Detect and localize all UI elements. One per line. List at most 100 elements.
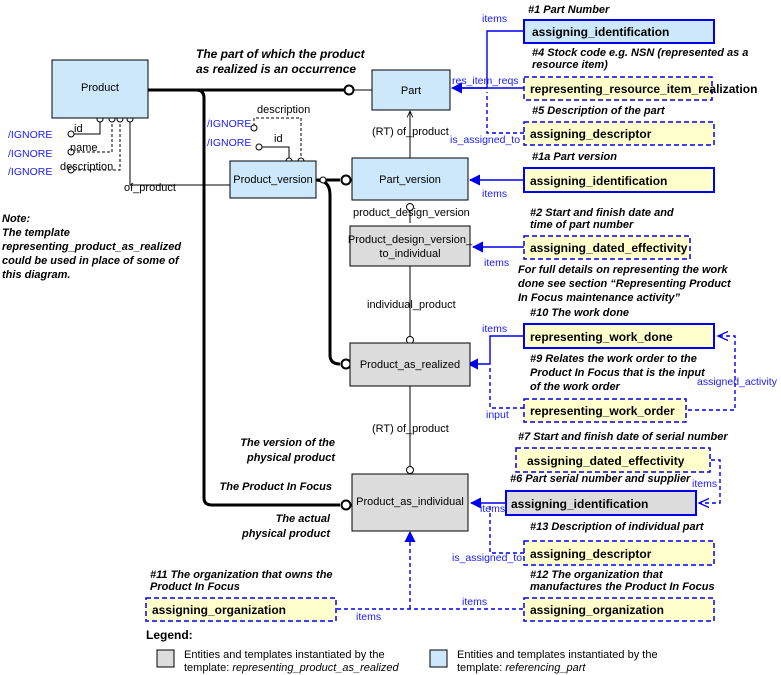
entity-par-label: Product_as_realized — [360, 359, 460, 371]
legend-blue-line1: Entities and templates instantiated by t… — [457, 649, 658, 661]
label-items-1: items — [482, 13, 507, 25]
note-version-a: The version of the — [240, 437, 335, 449]
note-11b: Product In Focus — [150, 581, 240, 593]
label-rt-of-product-1: (RT) of_product — [372, 126, 449, 138]
template-rwd-label: representing_work_done — [530, 330, 673, 344]
legend-blue-prefix: template: — [457, 662, 505, 674]
note-left-e: this diagram. — [2, 269, 70, 281]
template-ai1-label: assigning_identification — [532, 25, 669, 39]
label-individual-product: individual_product — [367, 299, 456, 311]
label-items-7: items — [462, 596, 487, 608]
label-items-8: items — [356, 611, 381, 623]
template-assigning-dated-effectivity-2[interactable]: assigning_dated_effectivity — [515, 447, 711, 473]
entity-product-label: Product — [81, 82, 119, 94]
label-product-design-version: product_design_version — [353, 207, 470, 219]
note-part-realized-b: as realized is an occurrence — [196, 62, 356, 76]
template-assigning-descriptor-2[interactable]: assigning_descriptor — [523, 540, 715, 566]
template-ad1-label: assigning_descriptor — [530, 127, 652, 141]
template-rwo-label: representing_work_order — [530, 404, 675, 418]
template-assigning-identification-2[interactable]: assigning_identification — [523, 167, 715, 193]
note-6: #6 Part serial number and supplier — [510, 473, 691, 485]
note-2b: time of part number — [530, 219, 634, 231]
note-9a: #9 Relates the work order to the — [530, 353, 697, 365]
template-representing-resource-item-realization[interactable]: representing_resource_item_realization — [523, 76, 757, 101]
legend-blue-template-name: referencing_part — [505, 662, 586, 674]
note-12a: #12 The organization that — [530, 569, 664, 581]
legend-grey-line1: Entities and templates instantiated by t… — [184, 649, 385, 661]
annotations: #1 Part Number #4 Stock code e.g. NSN (r… — [2, 4, 748, 593]
template-ade2-label: assigning_dated_effectivity — [527, 454, 685, 468]
label-ignore-1: /IGNORE — [8, 129, 52, 141]
note-9c: of the work order — [530, 381, 621, 393]
label-is-assigned-to-1: is_assigned_to — [450, 134, 520, 146]
legend-grey-line2: template: representing_product_as_realiz… — [184, 662, 400, 674]
note-4b: resource item) — [532, 59, 608, 71]
legend-grey-template-name: representing_product_as_realized — [232, 662, 399, 674]
legend: Legend: Entities and templates instantia… — [146, 628, 658, 674]
note-actual-b: physical product — [241, 528, 331, 540]
label-res-item-reqs: res_item_reqs — [452, 75, 519, 87]
label-id-product: id — [74, 123, 83, 135]
entity-product-as-individual[interactable]: Product_as_individual — [351, 473, 469, 532]
note-11a: #11 The organization that owns the — [150, 569, 333, 581]
note-full-c: In Focus maintenance activity” — [518, 292, 680, 304]
entity-pdv-label-1: Product_design_version_ — [348, 234, 473, 246]
template-rrir-label: representing_resource_item_realization — [530, 82, 757, 96]
label-is-assigned-to-2: is_assigned_to — [452, 552, 522, 564]
note-left-b: The template — [2, 227, 70, 239]
label-description-product: description — [60, 161, 113, 173]
note-part-realized-a: The part of which the product — [196, 47, 366, 61]
label-ignore-3: /IGNORE — [8, 166, 52, 178]
entity-product[interactable]: Product — [51, 59, 149, 119]
note-version-b: physical product — [246, 452, 336, 464]
note-9b: Product In Focus that is the input — [530, 367, 706, 379]
label-items-3: items — [484, 257, 509, 269]
template-ai2-label: assigning_identification — [530, 174, 667, 188]
template-assigning-descriptor-1[interactable]: assigning_descriptor — [523, 121, 715, 146]
entity-pai-label: Product_as_individual — [356, 496, 464, 508]
note-5: #5 Description of the part — [532, 105, 666, 117]
template-ao-left-label: assigning_organization — [152, 603, 286, 617]
template-representing-work-done[interactable]: representing_work_done — [523, 323, 715, 349]
template-assigning-organization-left[interactable]: assigning_organization — [145, 597, 337, 622]
entity-part-version-label: Part_version — [379, 174, 441, 186]
note-13: #13 Description of individual part — [530, 521, 705, 533]
legend-grey-prefix: template: — [184, 662, 232, 674]
entity-product-version-label: Product_version — [233, 174, 313, 186]
structural-lines — [129, 84, 414, 511]
entity-product-design-version[interactable]: Product_design_version_ to_individual — [348, 225, 473, 267]
label-id-pv: id — [274, 133, 283, 145]
label-ignore-4: /IGNORE — [207, 118, 251, 130]
note-1a: #1a Part version — [532, 151, 617, 163]
note-1: #1 Part Number — [528, 4, 610, 16]
template-ao-right-label: assigning_organization — [530, 603, 664, 617]
label-ignore-2: /IGNORE — [8, 148, 52, 160]
template-assigning-identification-3[interactable]: assigning_identification — [505, 490, 697, 516]
entity-product-as-realized[interactable]: Product_as_realized — [349, 342, 471, 387]
template-ad2-label: assigning_descriptor — [530, 547, 652, 561]
legend-blue-line2: template: referencing_part — [457, 662, 586, 674]
entity-product-version[interactable]: Product_version — [229, 160, 317, 199]
template-assigning-identification-1[interactable]: assigning_identification — [523, 19, 715, 44]
label-ignore-5: /IGNORE — [207, 137, 251, 149]
legend-grey-swatch — [156, 649, 175, 668]
note-pif: The Product In Focus — [220, 481, 332, 493]
note-7: #7 Start and finish date of serial numbe… — [518, 431, 728, 443]
template-ade1-label: assigning_dated_effectivity — [530, 241, 688, 255]
entity-part[interactable]: Part — [371, 69, 451, 111]
label-items-4: items — [482, 323, 507, 335]
template-representing-work-order[interactable]: representing_work_order — [523, 398, 687, 423]
label-description-pv: description — [257, 104, 310, 116]
legend-title: Legend: — [146, 628, 193, 642]
note-left-d: could be used in place of some of — [2, 255, 180, 267]
ignore-attribute-lines — [67, 115, 327, 189]
label-rt-of-product-2: (RT) of_product — [372, 423, 449, 435]
note-actual-a: The actual — [276, 513, 331, 525]
template-assigning-organization-right[interactable]: assigning_organization — [523, 597, 715, 622]
entity-part-version[interactable]: Part_version — [351, 157, 469, 201]
legend-blue-swatch — [429, 649, 448, 668]
template-assigning-dated-effectivity-1[interactable]: assigning_dated_effectivity — [523, 235, 691, 260]
label-input: input — [486, 409, 509, 421]
